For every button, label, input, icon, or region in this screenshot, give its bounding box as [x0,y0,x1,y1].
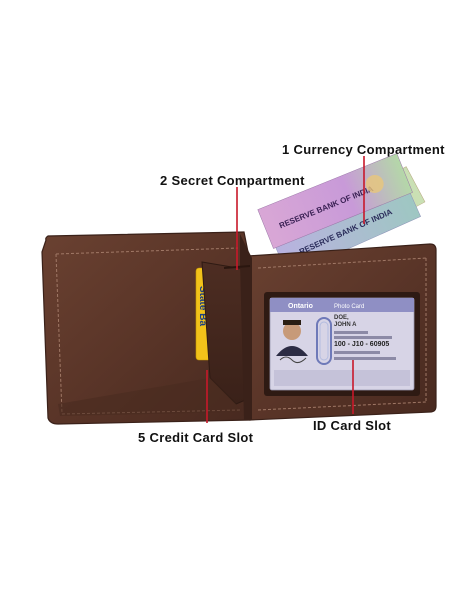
callout-text: Secret Compartment [171,173,305,188]
callout-number: 5 [138,430,146,445]
credit-card-text: State Ba [197,286,208,326]
callout-text: Currency Compartment [293,142,445,157]
callout-text: ID Card Slot [313,418,391,433]
id-card-number: 100 - J10 - 60905 [334,341,389,348]
id-card-name-line-1: DOE, [334,315,349,321]
id-card-number-prefix: 100 - [334,341,352,348]
callout-number: 2 [160,173,168,188]
callout-id-card-slot: ID Card Slot [313,418,391,433]
id-window: Ontario Photo Card DOE, JOHN A 100 - J10… [264,292,420,396]
callout-lines [206,156,365,423]
id-card-issuer: Ontario [288,303,313,310]
callout-text: Credit Card Slot [149,430,254,445]
id-card-number-suffix: J10 - 60905 [352,341,389,348]
id-card-heading: Photo Card [334,304,364,310]
callout-number: 1 [282,142,290,157]
id-card-name-line-2: JOHN A [334,322,357,328]
